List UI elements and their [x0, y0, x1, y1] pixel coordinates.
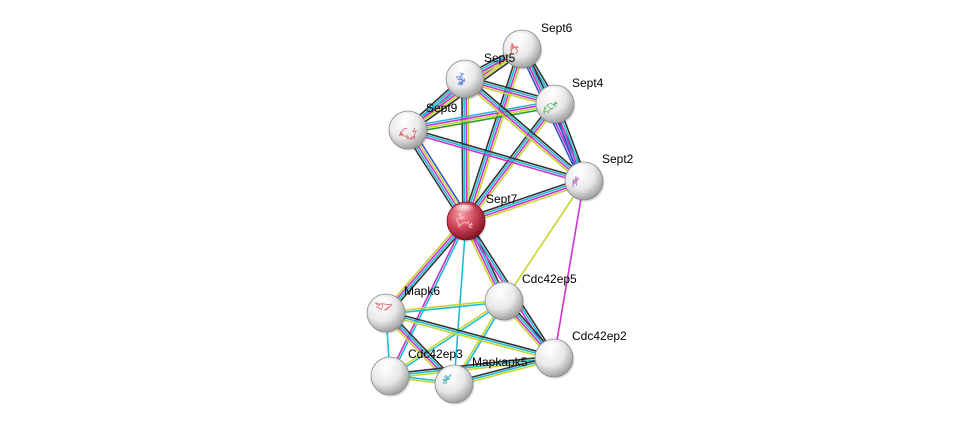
- edge-line-yellow: [383, 218, 465, 312]
- edge-line-cyan: [465, 179, 584, 221]
- edge-line-magenta: [463, 79, 584, 183]
- node-cdc42ep2[interactable]: Cdc42ep2: [534, 329, 627, 379]
- node-label: Sept2: [602, 152, 634, 166]
- node-cdc42ep5[interactable]: Cdc42ep5: [484, 272, 577, 322]
- edge-line-yellow: [385, 299, 504, 313]
- node-label: Sept7: [486, 192, 518, 206]
- edge-line-magenta: [553, 180, 585, 359]
- nodes-layer: Sept7 Sept6Sept5Sept4Sept9Sept2Cdc42ep5Ma…: [366, 21, 634, 405]
- protein-structure-icon: [572, 176, 580, 188]
- edge-line-magenta: [466, 181, 585, 223]
- edge-line-green: [408, 106, 556, 134]
- edge-line-yellow: [388, 299, 504, 376]
- node-sept7[interactable]: Sept7: [446, 192, 518, 242]
- node-label: Mapkapk5: [472, 355, 528, 369]
- edge-line-black: [389, 355, 554, 375]
- edge-sept2-cdc42ep5[interactable]: [503, 180, 585, 302]
- node-highlight: [570, 164, 594, 177]
- node-mapkapk5[interactable]: Mapkapk5: [434, 355, 528, 405]
- edge-line-magenta: [384, 219, 466, 313]
- edge-line-black: [408, 127, 585, 180]
- node-highlight: [394, 113, 418, 126]
- edge-line-magenta: [466, 104, 557, 223]
- node-highlight: [440, 367, 464, 380]
- protein-structure-icon: [510, 42, 519, 55]
- edge-sept5-sept2[interactable]: [462, 76, 587, 184]
- edge-line-cyan: [390, 221, 468, 377]
- edge-line-yellow: [385, 314, 554, 361]
- edge-line-yellow: [467, 105, 559, 224]
- edge-mapk6-cdc42ep2[interactable]: [385, 310, 555, 361]
- node-sept2[interactable]: Sept2: [564, 152, 634, 202]
- edge-line-cyan: [389, 357, 555, 377]
- node-label: Sept4: [572, 76, 604, 90]
- edge-line-cyan: [453, 220, 467, 385]
- edge-line-cyan: [463, 79, 466, 222]
- node-label: Sept5: [484, 51, 516, 65]
- edge-line-cyan: [407, 100, 555, 128]
- edge-sept7-sept2[interactable]: [464, 177, 586, 225]
- node-label: Mapk6: [404, 284, 440, 298]
- edge-line-magenta: [466, 49, 524, 222]
- edge-line-yellow: [462, 80, 583, 184]
- edge-line-yellow: [408, 104, 556, 132]
- node-label: Cdc42ep2: [572, 329, 627, 343]
- edge-line-cyan: [390, 301, 506, 378]
- edge-line-yellow: [503, 180, 585, 302]
- edge-line-yellow: [466, 183, 586, 225]
- node-highlight: [508, 32, 532, 45]
- edge-cdc42ep5-mapk6[interactable]: [385, 299, 505, 315]
- edge-line-magenta: [465, 78, 468, 221]
- edge-sept7-sept6[interactable]: [462, 47, 526, 223]
- node-highlight: [452, 204, 476, 217]
- node-label: Cdc42ep3: [408, 347, 463, 361]
- protein-structure-icon: [456, 212, 474, 229]
- edge-cdc42ep5-cdc42ep3[interactable]: [388, 299, 506, 378]
- edge-line-black: [461, 79, 464, 222]
- node-highlight: [541, 87, 565, 100]
- node-highlight: [540, 341, 564, 354]
- edge-line-black: [464, 177, 584, 219]
- edge-sept9-sept4[interactable]: [407, 100, 556, 134]
- edge-sept2-cdc42ep2[interactable]: [553, 180, 585, 359]
- node-cdc42ep3[interactable]: Cdc42ep3: [370, 347, 463, 397]
- node-label: Sept6: [541, 21, 573, 35]
- node-highlight: [490, 284, 514, 297]
- edge-line-yellow: [468, 49, 526, 223]
- node-sept5[interactable]: Sept5: [445, 51, 516, 100]
- edge-line-cyan: [465, 77, 586, 181]
- protein-structure-icon: [543, 100, 558, 115]
- node-label: Cdc42ep5: [522, 272, 577, 286]
- node-sept4[interactable]: Sept4: [535, 76, 604, 125]
- node-label: Sept9: [426, 101, 458, 115]
- edge-sept7-mapkapk5[interactable]: [453, 220, 467, 385]
- node-sept9[interactable]: Sept9: [388, 101, 458, 151]
- edge-line-cyan: [464, 48, 522, 221]
- edge-line-cyan: [407, 129, 585, 182]
- edge-line-magenta: [407, 131, 584, 184]
- node-highlight: [451, 62, 475, 75]
- edge-line-cyan: [386, 221, 468, 315]
- edge-line-cyan: [386, 301, 505, 315]
- edge-sept9-sept2[interactable]: [407, 127, 585, 184]
- edge-sept7-cdc42ep3[interactable]: [388, 220, 468, 377]
- edge-line-magenta: [407, 102, 555, 130]
- edge-line-black: [462, 47, 520, 221]
- node-mapk6[interactable]: Mapk6: [366, 284, 440, 334]
- edge-line-black: [387, 222, 469, 316]
- edge-line-cyan: [385, 312, 555, 359]
- protein-structure-icon: [398, 127, 418, 141]
- node-sept6[interactable]: Sept6: [502, 21, 573, 70]
- node-highlight: [372, 296, 396, 309]
- edge-line-black: [466, 76, 587, 180]
- edge-line-black: [386, 310, 555, 357]
- node-highlight: [376, 359, 400, 372]
- edge-line-magenta: [388, 220, 466, 376]
- edge-sept7-mapk6[interactable]: [383, 218, 469, 316]
